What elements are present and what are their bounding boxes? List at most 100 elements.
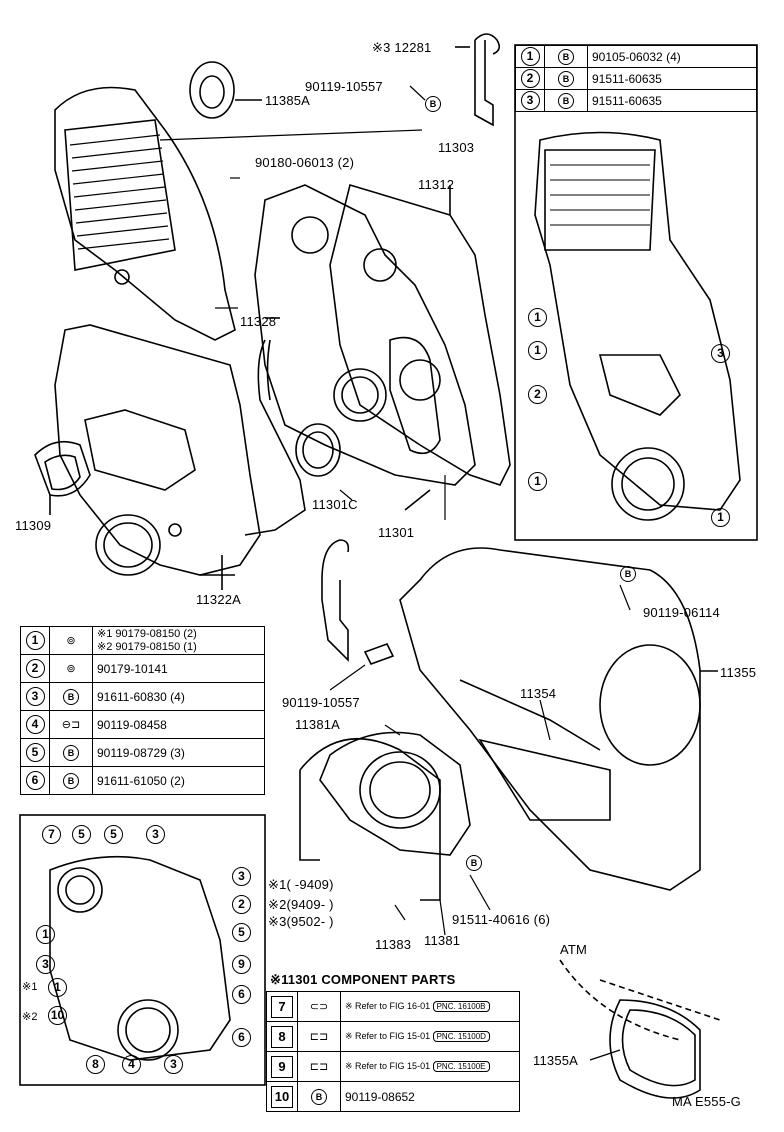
table-row: 2 ⊚ 90179-10141 bbox=[20, 654, 265, 683]
label-90180-06013: 90180-06013 (2) bbox=[255, 155, 355, 170]
timing-gear-case-11301 bbox=[254, 184, 476, 511]
table-row: 8 ⊏⊐ ※ Refer to FIG 15-01 PNC. 15100D bbox=[266, 1021, 520, 1052]
callout-number: 1 bbox=[25, 631, 45, 650]
detail-callout: 5 bbox=[72, 825, 91, 844]
table-row: 3 B 91611-60830 (4) bbox=[20, 682, 265, 711]
component-table-title: ※11301 COMPONENT PARTS bbox=[270, 972, 456, 987]
table-row: 10 B 90119-08652 bbox=[266, 1081, 520, 1112]
table-row: 5 B 90119-08729 (3) bbox=[20, 738, 265, 767]
washer-icon: ⊚ bbox=[49, 654, 93, 683]
component-table: 7 ⊂⊃ ※ Refer to FIG 16-01 PNC. 16100B 8 … bbox=[266, 991, 520, 1112]
part-number: 90179-10141 bbox=[92, 654, 265, 683]
detail-callout: 8 bbox=[86, 1055, 105, 1074]
detail-callout: 10 bbox=[48, 1006, 67, 1025]
detail-callout: 5 bbox=[232, 923, 251, 942]
bolt-icon: B bbox=[63, 688, 79, 705]
part-number: 91511-60635 bbox=[587, 89, 757, 112]
callout-number: 9 bbox=[271, 1055, 293, 1078]
label-11322A: 11322A bbox=[196, 592, 242, 607]
washer-icon: ⊚ bbox=[49, 626, 93, 655]
bolt-icon: B bbox=[558, 92, 574, 109]
bolt-icon: B bbox=[311, 1088, 327, 1105]
detail-callout: 3 bbox=[232, 867, 251, 886]
table-row: 3 B 91511-60635 bbox=[515, 89, 757, 112]
table-row: 1 ⊚ ※1 90179-08150 (2)※2 90179-08150 (1) bbox=[20, 626, 265, 655]
table-top-right: 1 B 90105-06032 (4) 2 B 91511-60635 3 B … bbox=[515, 45, 757, 112]
stud-icon: ⊏⊐ bbox=[297, 1051, 341, 1082]
label-90119-06114: 90119-06114 bbox=[643, 605, 720, 620]
table-row: 1 B 90105-06032 (4) bbox=[515, 45, 757, 68]
leader-lines bbox=[215, 85, 631, 1061]
part-number: ※2 90179-08150 (1) bbox=[97, 640, 197, 653]
detail-callout: 1 bbox=[528, 308, 547, 327]
table-row: 6 B 91611-61050 (2) bbox=[20, 766, 265, 795]
label-11301: 11301 bbox=[378, 525, 415, 540]
label-90119-10557-top: 90119-10557 bbox=[305, 79, 383, 94]
label-11383: 11383 bbox=[375, 937, 412, 952]
label-11309: 11309 bbox=[15, 518, 52, 533]
bolt-icon: B bbox=[558, 48, 574, 65]
hook-312281 bbox=[474, 33, 501, 127]
detail-callout: 3 bbox=[711, 344, 730, 363]
seal-11309 bbox=[34, 440, 91, 515]
star-range-2: ※2(9409- ) bbox=[268, 897, 334, 912]
callout-number: 5 bbox=[25, 743, 45, 762]
detail-callout: 2 bbox=[528, 385, 547, 404]
lower-timing-cover-11322A bbox=[54, 324, 261, 590]
table-row: 4 ⊖⊐ 90119-08458 bbox=[20, 710, 265, 739]
callout-number: 4 bbox=[25, 715, 45, 734]
bolt-icon: B bbox=[63, 744, 79, 761]
label-11301C: 11301C bbox=[312, 497, 358, 512]
detail-callout: 6 bbox=[232, 985, 251, 1004]
detail-callout: 9 bbox=[232, 955, 251, 974]
callout-number: 2 bbox=[25, 659, 45, 678]
pnc-badge: PNC. 15100D bbox=[432, 1031, 490, 1042]
detail-callout: 6 bbox=[232, 1028, 251, 1047]
pnc-badge: PNC. 15100E bbox=[432, 1061, 490, 1072]
part-number: 90119-08652 bbox=[340, 1081, 520, 1112]
gasket-11312 bbox=[329, 183, 511, 486]
atm-seal-11355A bbox=[559, 959, 721, 1099]
detail-callout: 1 bbox=[36, 925, 55, 944]
callout-number: 10 bbox=[271, 1085, 293, 1108]
pnc-badge: PNC. 16100B bbox=[432, 1001, 490, 1012]
detail-callout: 1 bbox=[48, 978, 67, 997]
star-marker-2: ※2 bbox=[22, 1011, 38, 1023]
b-marker-top: B bbox=[425, 96, 441, 112]
callout-number: 1 bbox=[520, 47, 540, 66]
reference-text: ※ Refer to FIG 15-01 bbox=[345, 1031, 431, 1041]
star-range-3: ※3(9502- ) bbox=[268, 914, 334, 929]
upper-timing-cover-11303 bbox=[54, 86, 423, 341]
label-11355A: 11355A bbox=[533, 1053, 579, 1068]
label-11328: 11328 bbox=[240, 314, 277, 329]
table-row: 2 B 91511-60635 bbox=[515, 67, 757, 90]
label-91511-40616: 91511-40616 (6) bbox=[452, 912, 551, 927]
reference-text: ※ Refer to FIG 16-01 bbox=[345, 1001, 431, 1011]
part-number: 90119-08729 (3) bbox=[92, 738, 265, 767]
oil-seal-retainer-11381 bbox=[299, 731, 471, 901]
rear-end-plate-11355 bbox=[399, 547, 718, 891]
b-marker-40616: B bbox=[466, 855, 482, 871]
detail-view-bottom-left bbox=[19, 814, 266, 1086]
callout-number: 2 bbox=[520, 69, 540, 88]
detail-callout: 4 bbox=[122, 1055, 141, 1074]
oil-seal-11385A bbox=[189, 61, 262, 119]
star-range-1: ※1( -9409) bbox=[268, 877, 334, 892]
table-row: 7 ⊂⊃ ※ Refer to FIG 16-01 PNC. 16100B bbox=[266, 991, 520, 1022]
detail-callout: 7 bbox=[42, 825, 61, 844]
table-row: 9 ⊏⊐ ※ Refer to FIG 15-01 PNC. 15100E bbox=[266, 1051, 520, 1082]
label-90119-10557-mid: 90119-10557 bbox=[282, 695, 360, 710]
detail-callout: 1 bbox=[711, 508, 730, 527]
callout-number: 3 bbox=[25, 687, 45, 706]
seal-icon: ⊂⊃ bbox=[297, 991, 341, 1022]
stud-icon: ⊏⊐ bbox=[297, 1021, 341, 1052]
label-11312: 11312 bbox=[418, 177, 455, 192]
bolt-icon: B bbox=[63, 772, 79, 789]
label-11381A: 11381A bbox=[295, 717, 341, 732]
star-marker-1: ※1 bbox=[22, 981, 38, 993]
label-312281: ※3 12281 bbox=[372, 40, 432, 55]
label-11355: 11355 bbox=[720, 665, 757, 680]
stud-icon: ⊖⊐ bbox=[49, 710, 93, 739]
callout-number: 6 bbox=[25, 771, 45, 790]
